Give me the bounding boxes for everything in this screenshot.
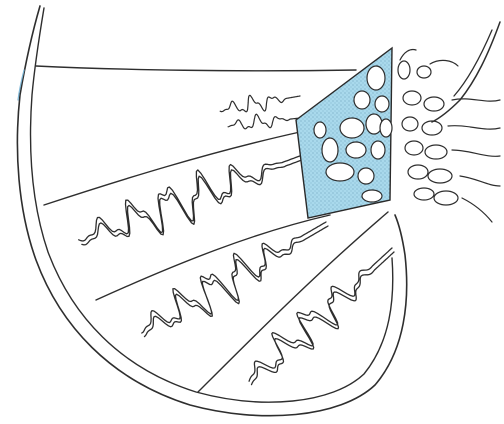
rete-cell	[380, 119, 392, 137]
rete-cell	[326, 163, 354, 181]
rete-cell	[362, 190, 382, 202]
rete-cell	[340, 118, 364, 138]
ductule-loop	[403, 91, 421, 105]
tubule-top-lobule	[220, 95, 300, 129]
capsule-edge-tint	[18, 70, 24, 100]
ductule-line	[430, 60, 458, 66]
capsule-right-top	[432, 22, 500, 122]
ductule-loop	[434, 191, 458, 205]
ductule-loop	[398, 61, 410, 79]
efferent-ductules	[398, 49, 500, 222]
ductule-line	[400, 49, 416, 60]
ductule-loop	[424, 97, 444, 111]
capsule-right-top-inner	[454, 30, 492, 96]
rete-cell	[367, 66, 385, 90]
rete-cell	[346, 142, 366, 158]
septum-1	[36, 66, 356, 71]
ductule-loop	[428, 169, 452, 183]
ductule-loop	[422, 121, 442, 135]
rete-cell	[366, 114, 382, 134]
ductule-loop	[414, 188, 434, 200]
ductule-loop	[408, 165, 428, 179]
tubule-middle	[142, 222, 328, 337]
rete-cell	[375, 96, 389, 112]
rete-cell	[371, 141, 385, 159]
ductule-line	[452, 150, 500, 156]
rete-cell	[314, 122, 326, 138]
tubule-upper	[79, 150, 318, 245]
ductule-loop	[402, 117, 418, 131]
rete-cell	[354, 91, 370, 109]
ductule-loop	[417, 66, 431, 78]
rete-cell	[322, 138, 338, 162]
tubule-lower	[249, 248, 394, 385]
septum-3	[96, 215, 330, 300]
ductule-line	[448, 126, 500, 129]
ductule-loop	[425, 145, 447, 159]
rete-cell	[358, 168, 374, 184]
ductule-line	[462, 198, 492, 222]
ductule-loop	[405, 141, 423, 155]
ductule-line	[460, 176, 500, 186]
